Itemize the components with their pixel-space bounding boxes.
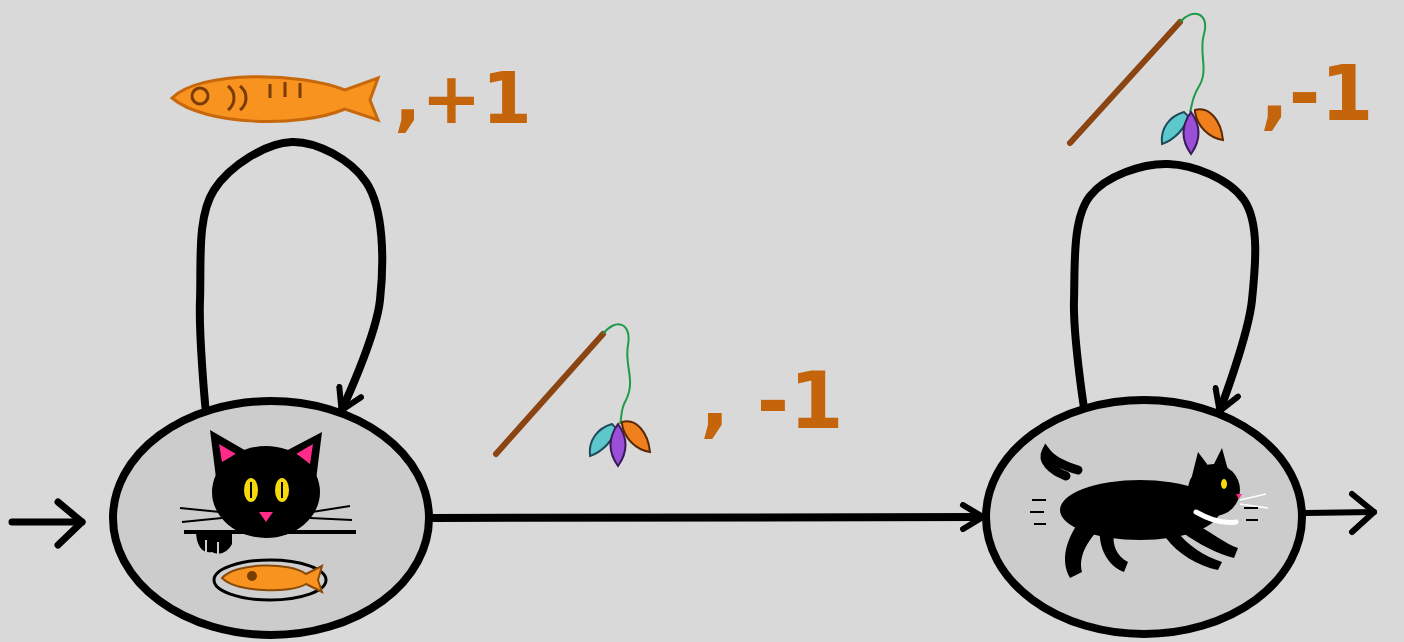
wand-string xyxy=(1180,14,1205,112)
cat-front-leg xyxy=(1166,530,1222,570)
cat-paw xyxy=(196,530,232,554)
state-outline xyxy=(108,396,434,640)
cat-back-leg xyxy=(1065,520,1096,578)
state-outline xyxy=(981,395,1307,639)
self-loop-arrow xyxy=(1074,164,1255,411)
fish-body xyxy=(172,77,378,122)
cat-eye xyxy=(275,478,289,502)
cat-front-leg xyxy=(1182,520,1238,558)
transition-arrow xyxy=(432,517,983,518)
cat-ear-inner xyxy=(219,444,236,462)
reward-label: , -1 xyxy=(698,362,845,440)
cat-nose xyxy=(259,512,273,522)
end-arrow-head xyxy=(1352,494,1374,532)
start-arrow-head xyxy=(58,502,82,545)
reward-label: ,-1 xyxy=(1258,56,1375,132)
cat-ear xyxy=(284,432,322,480)
fish-stripes xyxy=(270,82,300,98)
feather-purple xyxy=(611,424,626,466)
cat-head xyxy=(212,446,320,538)
state-circle xyxy=(981,395,1307,639)
sitting-cat xyxy=(180,430,356,600)
cat-whiskers xyxy=(180,506,352,522)
wand-icon xyxy=(496,324,650,466)
fish-gills xyxy=(228,86,246,110)
end-arrow-line xyxy=(1305,512,1374,513)
self-loop-arrow xyxy=(200,142,382,410)
end-arrow xyxy=(1305,494,1374,532)
cat-ear xyxy=(210,430,248,478)
cat-eye xyxy=(244,478,258,502)
table-edge xyxy=(184,530,356,534)
cat-nose xyxy=(1236,494,1242,499)
cat-tail xyxy=(1045,452,1078,476)
feather-orange xyxy=(1195,109,1223,140)
cat-whiskers xyxy=(1240,494,1268,508)
wand-stick xyxy=(496,334,603,454)
wand-icon xyxy=(1070,14,1223,154)
cat-body xyxy=(1060,480,1220,540)
speed-lines xyxy=(1030,500,1258,524)
cat-ear-inner xyxy=(296,444,313,464)
cat-ears xyxy=(1192,448,1228,476)
wand-stick xyxy=(1070,22,1180,143)
start-arrow xyxy=(12,502,82,545)
feather-purple xyxy=(1184,112,1199,154)
cat-pupils xyxy=(251,482,282,498)
running-cat xyxy=(1030,448,1268,578)
state-ellipse xyxy=(113,401,429,635)
cat-back-leg xyxy=(1100,528,1128,572)
reward-label: ,+1 xyxy=(392,62,534,134)
cat-head xyxy=(1188,464,1240,516)
plate-fish xyxy=(222,565,322,592)
cat-eye xyxy=(1221,479,1227,489)
state-ellipse xyxy=(986,400,1302,634)
plate-fish-eye xyxy=(247,571,257,581)
fish-icon xyxy=(172,77,378,122)
feather-cyan xyxy=(1162,112,1188,144)
cat-toes xyxy=(206,540,218,554)
wand-string xyxy=(603,324,630,424)
feather-orange xyxy=(622,421,650,452)
cat-collar xyxy=(1196,512,1236,523)
plate xyxy=(214,560,326,600)
feather-cyan xyxy=(590,424,616,456)
state-circle xyxy=(108,396,434,640)
start-arrow-line xyxy=(12,519,82,526)
fish-eye xyxy=(192,88,208,104)
